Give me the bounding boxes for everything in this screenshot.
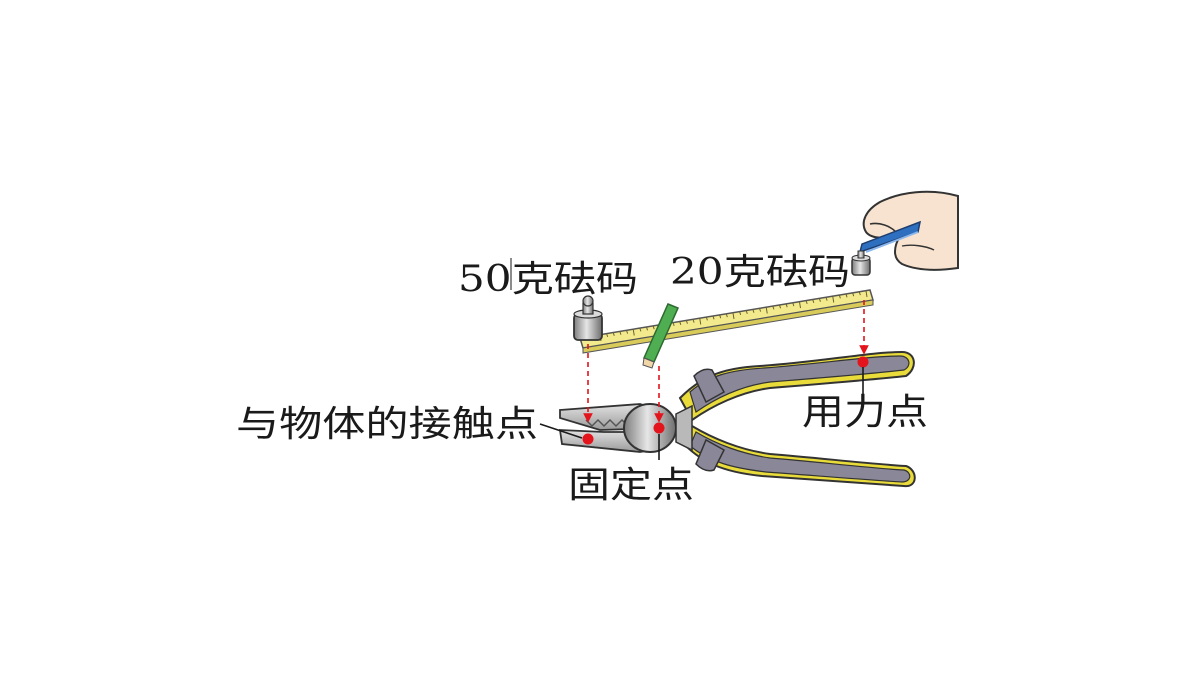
label-fixed-point: 固定点 bbox=[568, 465, 694, 506]
contact-point-marker bbox=[582, 433, 594, 445]
force-point-marker bbox=[857, 356, 869, 368]
guide-arrows bbox=[583, 300, 869, 423]
weight-50g-icon bbox=[573, 295, 603, 341]
pencil-icon bbox=[642, 303, 680, 369]
pliers-icon bbox=[558, 350, 916, 488]
label-weight-20: 20克砝码 bbox=[670, 252, 850, 293]
label-force-point: 用力点 bbox=[802, 392, 928, 433]
leader-lines bbox=[510, 258, 864, 460]
weight-20g-icon bbox=[851, 250, 871, 276]
label-contact-point: 与物体的接触点 bbox=[236, 404, 538, 445]
fixed-point-marker bbox=[653, 422, 665, 434]
label-weight-50: 50克砝码 bbox=[458, 259, 638, 300]
marker-points bbox=[582, 356, 869, 445]
